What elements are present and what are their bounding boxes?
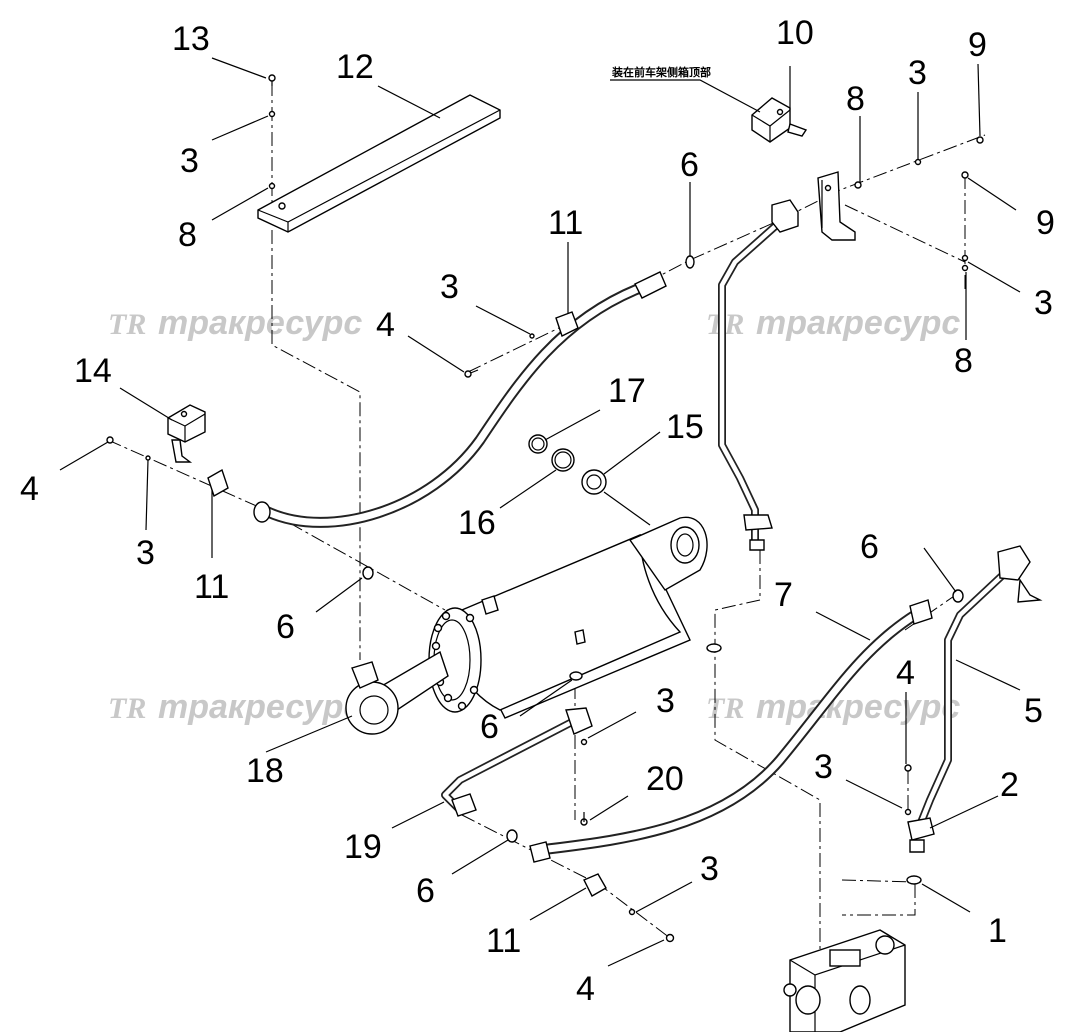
mounting-note: 装在前车架侧箱顶部 [611,65,711,79]
bracket-part-10 [751,97,808,143]
callout-3: 3 [136,534,155,572]
washers-6 [362,566,964,885]
clamp-11-lower [583,873,675,943]
rigid-pipe-19 [441,707,593,817]
callout-4: 4 [20,470,39,508]
callout-3: 3 [908,54,927,92]
callout-5: 5 [1024,692,1043,730]
watermark-logo: TR [108,692,146,725]
callout-11: 11 [548,204,583,242]
callout-3: 3 [814,748,833,786]
callout-3: 3 [656,682,675,720]
watermark-bottom-right: TR тракресурс [706,688,960,726]
bolts-lower-centre [580,738,588,826]
bolt-4-upper [464,333,535,378]
callout-11: 11 [194,568,229,606]
callout-4: 4 [896,654,915,692]
callout-6: 6 [860,528,879,566]
callout-8: 8 [846,80,865,118]
callout-6: 6 [680,146,699,184]
watermark-logo: TR [108,308,146,341]
seal-rings [528,434,651,526]
callout-10: 10 [776,14,814,52]
callout-3: 3 [440,268,459,306]
watermark-top-left: TR тракресурс [108,304,362,342]
callout-11: 11 [486,922,521,960]
callout-13: 13 [172,20,210,58]
callout-19: 19 [344,828,382,866]
control-valve-block [783,929,906,1032]
rigid-pipe-upper [718,199,799,551]
callout-9: 9 [1036,204,1055,242]
callout-20: 20 [646,760,684,798]
callout-16: 16 [458,504,496,542]
bolts-right-lower [904,764,912,816]
callout-12: 12 [336,48,374,86]
rigid-pipe-5 [907,545,1043,853]
callout-6: 6 [416,872,435,910]
l-bracket-upper-right [817,171,856,241]
watermark-text: тракресурс [158,304,362,342]
bolt-stack-top-left [268,74,276,190]
hydraulic-cylinder [345,516,708,735]
clamp-11-upper [555,311,579,337]
callout-14: 14 [74,352,112,390]
callout-8: 8 [954,342,973,380]
callout-18: 18 [246,752,284,790]
callout-labels: 13 12 3 8 10 8 3 9 9 3 8 6 11 3 4 14 4 3… [20,14,1055,1008]
bracket-part-12 [257,94,501,233]
callout-2: 2 [1000,766,1019,804]
callout-3: 3 [180,142,199,180]
clamp-11-left [106,436,229,498]
callout-17: 17 [608,372,646,410]
callout-7: 7 [774,576,793,614]
watermark-top-right: TR тракресурс [706,304,960,342]
bracket-part-14 [167,404,206,463]
callout-6: 6 [276,608,295,646]
leader-lines [59,57,1021,967]
watermark-logo: TR [706,692,744,725]
callout-9: 9 [968,26,987,64]
callout-4: 4 [576,970,595,1008]
centerlines [107,82,986,960]
callout-15: 15 [666,408,704,446]
callout-3: 3 [1034,284,1053,322]
callout-3: 3 [700,850,719,888]
watermark-text: тракресурс [756,304,960,342]
watermark-bottom-left: TR тракресурс [108,688,362,726]
watermark-text: тракресурс [756,688,960,726]
callout-1: 1 [988,912,1007,950]
callout-8: 8 [178,216,197,254]
watermark-text: тракресурс [158,688,362,726]
callout-6: 6 [480,708,499,746]
callout-4: 4 [376,306,395,344]
hose-lower-7 [529,599,933,863]
